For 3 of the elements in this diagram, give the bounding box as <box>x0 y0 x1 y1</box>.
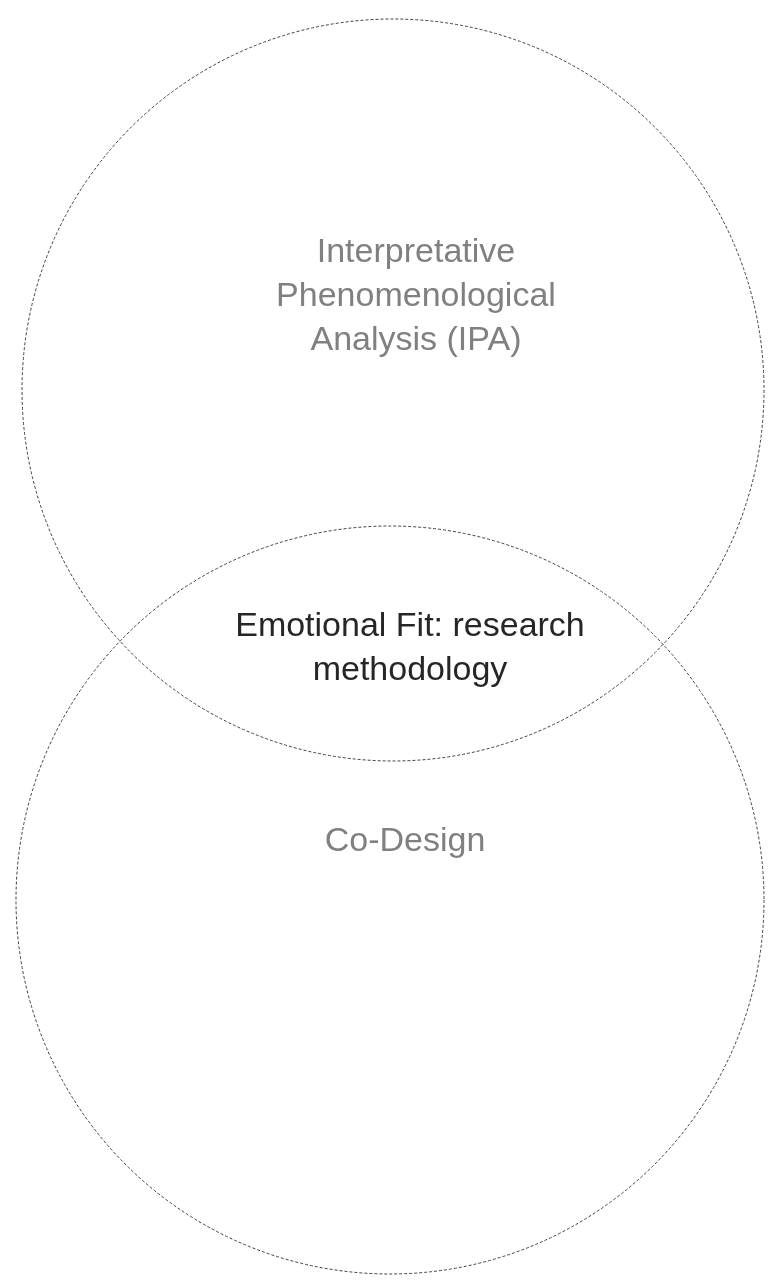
overlap-label: Emotional Fit: research methodology <box>234 604 586 690</box>
circle-label: Interpretative Phenomenological Analysis (IPA) <box>275 230 557 360</box>
circle-label: Co-Design <box>323 819 487 860</box>
